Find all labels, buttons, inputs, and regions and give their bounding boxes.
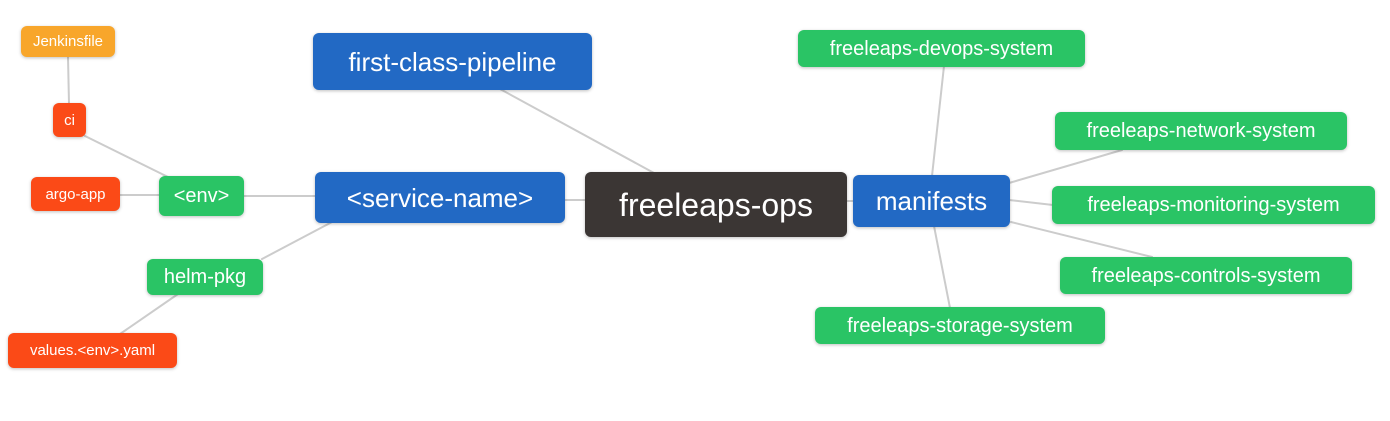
node-freeleaps-monitoring-system[interactable]: freeleaps-monitoring-system [1052, 186, 1375, 224]
node-values-env-yaml[interactable]: values.<env>.yaml [8, 333, 177, 368]
node-env[interactable]: <env> [159, 176, 244, 216]
node-first-class-pipeline[interactable]: first-class-pipeline [313, 33, 592, 90]
edge-jenkinsfile-ci [67, 56, 70, 105]
node-freeleaps-storage-system[interactable]: freeleaps-storage-system [815, 307, 1105, 344]
edge-service-name-helm-pkg [261, 221, 333, 260]
edge-manifests-freeleaps-controls-system [1010, 221, 1153, 258]
edge-manifests-freeleaps-monitoring-system [1008, 199, 1054, 206]
node-service-name[interactable]: <service-name> [315, 172, 565, 223]
node-freeleaps-controls-system[interactable]: freeleaps-controls-system [1060, 257, 1352, 294]
edge-manifests-freeleaps-devops-system [931, 65, 945, 177]
node-helm-pkg[interactable]: helm-pkg [147, 259, 263, 295]
node-freeleaps-network-system[interactable]: freeleaps-network-system [1055, 112, 1347, 150]
node-ci[interactable]: ci [53, 103, 86, 137]
edge-ci-env [84, 135, 169, 178]
node-freeleaps-ops[interactable]: freeleaps-ops [585, 172, 847, 237]
node-jenkinsfile[interactable]: Jenkinsfile [21, 26, 115, 57]
edge-first-class-pipeline-freeleaps-ops [499, 88, 655, 174]
node-argo-app[interactable]: argo-app [31, 177, 120, 211]
edge-manifests-freeleaps-network-system [1008, 149, 1123, 184]
node-freeleaps-devops-system[interactable]: freeleaps-devops-system [798, 30, 1085, 67]
node-manifests[interactable]: manifests [853, 175, 1010, 227]
edge-manifests-freeleaps-storage-system [933, 225, 951, 309]
edge-helm-pkg-values-env-yaml [119, 293, 179, 335]
